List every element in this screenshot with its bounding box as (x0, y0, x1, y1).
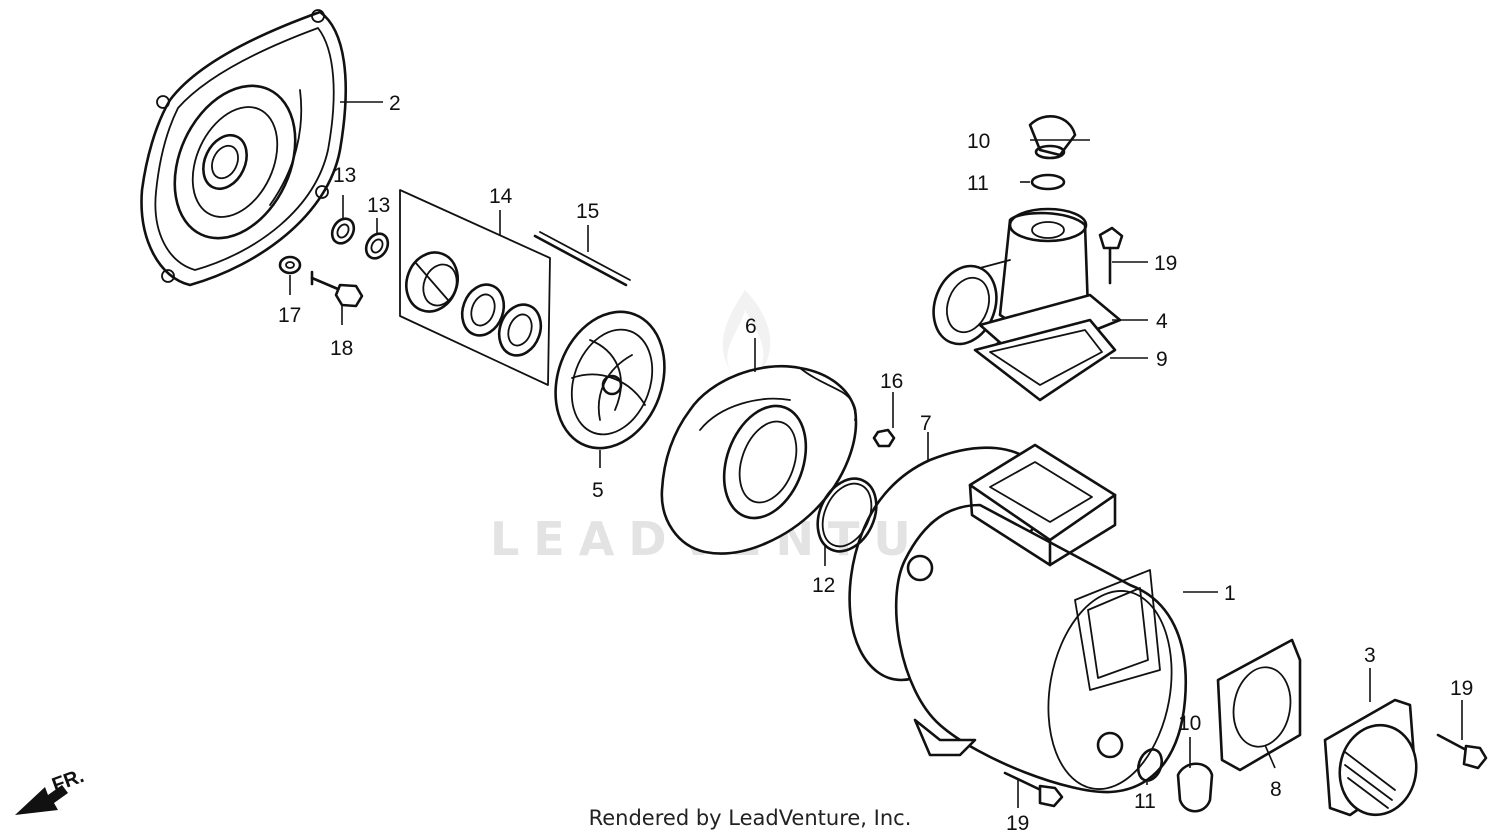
callout-13-left: 13 (333, 164, 356, 187)
part-16-nut (872, 428, 896, 448)
callout-9: 9 (1156, 348, 1168, 371)
callout-18: 18 (330, 337, 353, 360)
part-18-bolt (310, 270, 364, 308)
part-14-mechanical-seal (399, 189, 551, 386)
callout-19-top: 19 (1154, 252, 1177, 275)
callouts: 2 10 11 19 4 9 13 13 14 15 17 18 6 5 16 … (278, 92, 1473, 835)
part-7-gasket (1216, 638, 1302, 772)
callout-12: 12 (812, 574, 835, 597)
part-11-washer-top (1030, 173, 1066, 191)
direction-label: FR. (49, 765, 87, 797)
part-10-plug-top (1028, 115, 1077, 160)
watermark-logo (722, 290, 771, 372)
callout-2: 2 (389, 92, 401, 115)
part-10-plug-bottom (1176, 762, 1214, 813)
part-11-washer-bottom (1137, 748, 1163, 782)
callout-19-right: 19 (1450, 677, 1473, 700)
footer-credit: Rendered by LeadVenture, Inc. (588, 806, 912, 830)
part-9-gasket (973, 318, 1117, 402)
part-3-inlet-flange (1323, 698, 1418, 817)
callout-11-top: 11 (967, 172, 989, 195)
part-17-washer (278, 255, 302, 275)
callout-7: 8 (1270, 778, 1282, 801)
callout-10-bottom: 10 (1178, 712, 1201, 735)
callout-14: 14 (489, 185, 513, 208)
part-19-bolt-right (1436, 733, 1488, 770)
part-19-bolt-bottom (1003, 771, 1064, 808)
callout-4: 4 (1156, 310, 1168, 333)
callout-15: 15 (576, 200, 599, 223)
callout-10-top: 10 (967, 130, 990, 153)
callout-5: 5 (592, 479, 604, 502)
callout-1: 1 (1224, 582, 1236, 605)
part-19-bolt-top (1098, 226, 1124, 285)
callout-13-right: 13 (367, 194, 390, 217)
part-5-impeller (554, 310, 666, 450)
callout-17: 17 (278, 304, 301, 327)
part-1-pump-housing (894, 443, 1188, 794)
callout-16: 16 (880, 370, 903, 393)
callout-11-bottom: 11 (1134, 790, 1156, 813)
part-15-stud (533, 231, 631, 287)
part-2-pump-cover (140, 9, 348, 287)
callout-19-bottom: 19 (1006, 812, 1029, 835)
leader-lines (289, 101, 1463, 808)
callout-6: 6 (745, 315, 757, 338)
part-6-volute-case (660, 364, 858, 555)
callout-3: 3 (1364, 644, 1376, 667)
callout-8: 7 (920, 412, 932, 435)
part-13-washers (330, 217, 390, 260)
